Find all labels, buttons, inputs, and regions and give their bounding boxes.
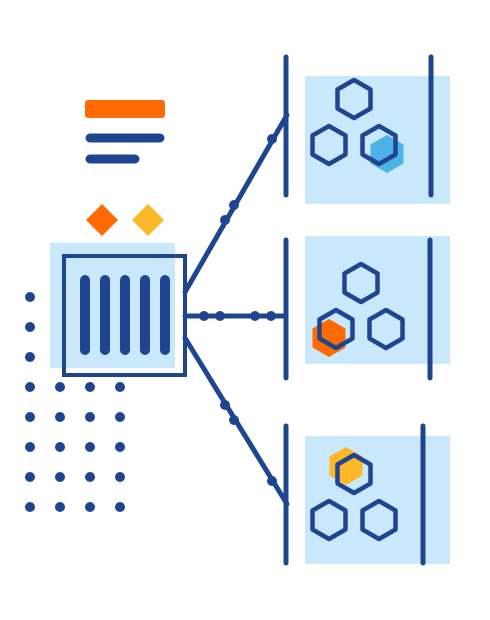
amber-diamond-icon bbox=[132, 204, 164, 236]
orange-diamond-icon bbox=[86, 204, 118, 236]
grid-dot bbox=[25, 352, 35, 362]
node bbox=[266, 311, 276, 321]
node bbox=[229, 415, 239, 425]
hexagon-outline-icon bbox=[360, 498, 398, 542]
grid-dot bbox=[55, 382, 65, 392]
connector-nodes bbox=[199, 134, 277, 486]
node bbox=[229, 200, 239, 210]
grid-dot bbox=[25, 442, 35, 452]
node bbox=[199, 311, 209, 321]
grid-dot bbox=[85, 442, 95, 452]
panel-rails bbox=[283, 54, 434, 566]
grid-dot bbox=[25, 292, 35, 302]
connectors bbox=[182, 112, 290, 507]
hexagon-icon-group bbox=[310, 77, 405, 542]
grid-dot bbox=[115, 502, 125, 512]
dot-grid bbox=[25, 292, 125, 512]
grid-dot bbox=[85, 412, 95, 422]
grid-dot bbox=[25, 502, 35, 512]
hexagon-outline-icon bbox=[335, 452, 373, 496]
grid-dot bbox=[25, 322, 35, 332]
node bbox=[267, 134, 277, 144]
grid-dot bbox=[115, 412, 125, 422]
grid-dot bbox=[25, 382, 35, 392]
grid-dot bbox=[115, 382, 125, 392]
grid-dot bbox=[115, 472, 125, 482]
grid-dot bbox=[55, 502, 65, 512]
diamond-icon-group bbox=[86, 204, 164, 236]
node bbox=[250, 311, 260, 321]
grid-dot bbox=[55, 442, 65, 452]
hexagon-outline-icon bbox=[360, 123, 398, 167]
hexagon-outline-icon bbox=[310, 498, 348, 542]
grid-dot bbox=[115, 442, 125, 452]
grid-dot bbox=[25, 472, 35, 482]
node bbox=[215, 311, 225, 321]
grid-dot bbox=[85, 382, 95, 392]
grid-dot bbox=[25, 412, 35, 422]
node bbox=[220, 215, 230, 225]
grid-dot bbox=[55, 412, 65, 422]
hexagon-outline-icon bbox=[342, 261, 380, 305]
grid-dot bbox=[85, 502, 95, 512]
grid-dot bbox=[55, 472, 65, 482]
grid-dot bbox=[85, 472, 95, 482]
node bbox=[220, 400, 230, 410]
server-bars bbox=[80, 275, 170, 355]
orange-line bbox=[85, 100, 165, 118]
text-lines-icon bbox=[85, 100, 165, 164]
server-rack-icon bbox=[50, 243, 187, 377]
panel-top bbox=[305, 76, 450, 204]
hexagon-outline-icon bbox=[335, 77, 373, 121]
node bbox=[267, 476, 277, 486]
hexagon-outline-icon bbox=[310, 123, 348, 167]
hexagon-outline-icon bbox=[317, 307, 355, 351]
hexagon-outline-icon bbox=[367, 307, 405, 351]
server-backdrop bbox=[50, 243, 175, 368]
